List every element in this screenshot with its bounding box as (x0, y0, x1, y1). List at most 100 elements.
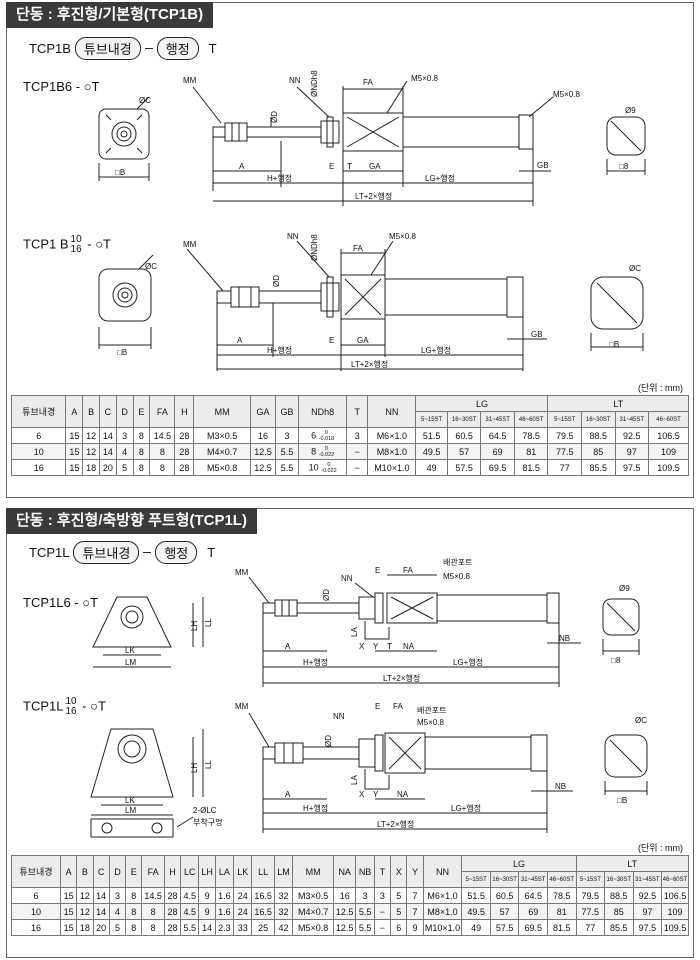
table-cell: 16 (249, 427, 277, 444)
table-cell: 8 (125, 887, 143, 904)
table-cell: 12.5 (332, 903, 357, 920)
column-header: D (108, 855, 127, 888)
lg-cell: 69.5 (480, 459, 515, 476)
lg-cell: 57.5 (446, 459, 482, 476)
column-header: LT (575, 855, 690, 872)
table-cell: M6×1.0 (422, 887, 463, 904)
column-header: C (99, 395, 117, 428)
table-cell: M3×0.5 (193, 427, 251, 444)
lt-cell: 97 (632, 903, 663, 920)
lt-cell: 88.5 (604, 887, 634, 904)
label-o9: Ø9 (619, 584, 630, 593)
table-cell: 9 (198, 887, 216, 904)
table-cell: 18 (76, 919, 94, 936)
table-cell: − (346, 443, 369, 460)
label-y-2: Y (373, 790, 379, 799)
table-cell: 8 (132, 427, 151, 444)
column-header: B (76, 855, 94, 888)
lt-cell: 79.5 (547, 427, 582, 444)
label-nb: NB (559, 634, 570, 643)
lg-cell: 64.5 (480, 427, 515, 444)
label-h-stroke: H+행정 (303, 657, 328, 667)
column-header: NB (355, 855, 375, 888)
stroke-range-header: 31~45ST (518, 871, 548, 888)
label-lh: LH (190, 621, 199, 631)
lt-cell: 106.5 (648, 427, 689, 444)
column-header: X (390, 855, 408, 888)
stroke-range-header: 46~60ST (546, 871, 577, 888)
label-lh-2: LH (190, 763, 199, 773)
variant-label-6: TCP1B6 - ○T (23, 79, 100, 94)
label-a: A (285, 642, 291, 651)
label-b8: □8 (619, 162, 629, 171)
column-header: LC (180, 855, 200, 888)
table-cell: 5.5 (275, 459, 300, 476)
table-cell: 14 (99, 427, 117, 444)
tcp1b-drawing: MM NN ØNDh8 FA M5×0.8 M5×0.8 ØD ØC Ø9 □B… (98, 70, 646, 371)
lg-cell: 69.5 (518, 919, 548, 936)
column-header: LG (461, 855, 577, 872)
stroke-range-header: 16~30ST (581, 411, 616, 428)
lt-cell: 88.5 (581, 427, 616, 444)
label-a: A (239, 162, 245, 171)
label-h-stroke-2: H+행정 (303, 803, 328, 813)
column-header: NA (332, 855, 357, 888)
table-cell: 16 (332, 887, 357, 904)
label-oc-right: ØC (629, 264, 641, 273)
lg-cell: 57.5 (489, 919, 520, 936)
table-cell: 15 (59, 919, 78, 936)
label-b-right: □B (609, 340, 619, 349)
label-lg-stroke: LG+행정 (425, 173, 455, 183)
lg-cell: 57 (489, 903, 520, 920)
label-la: LA (350, 627, 359, 637)
table-cell: 3 (108, 887, 127, 904)
label-ndh8: ØNDh8 (310, 70, 319, 97)
table-cell: M8×1.0 (422, 903, 463, 920)
label-oc: ØC (139, 96, 151, 105)
lt-cell: 85 (604, 903, 634, 920)
label-mount-hole: 부착구멍 (193, 817, 222, 827)
lt-cell: 109.5 (661, 919, 689, 936)
label-m5-2: M5×0.8 (389, 232, 416, 241)
lt-cell: 77 (547, 459, 582, 476)
label-od-2: ØD (272, 275, 281, 287)
label-nn: NN (341, 574, 353, 583)
lg-cell: 64.5 (518, 887, 548, 904)
column-header: H (163, 855, 182, 888)
label-ndh8-2: ØNDh8 (310, 234, 319, 261)
table-cell: 8 (132, 459, 151, 476)
lt-cell: 97.5 (632, 919, 663, 936)
label-lg-stroke-2: LG+행정 (451, 803, 481, 813)
label-oc: ØC (635, 716, 647, 725)
ndh8-cell: 6 0-0.018 (298, 427, 348, 444)
column-header: A (59, 855, 78, 888)
label-x: X (359, 642, 365, 651)
stroke-range-header: 5~15ST (547, 411, 582, 428)
label-nn-2: NN (287, 232, 299, 241)
table-cell: 8 (125, 903, 143, 920)
label-nn-2: NN (333, 712, 345, 721)
table-cell: 6 (10, 427, 67, 444)
label-e: E (329, 162, 334, 171)
stroke-range-header: 31~45ST (614, 411, 650, 428)
stroke-range-header: 31~45ST (480, 411, 515, 428)
column-header: E (132, 395, 151, 428)
model-code-line: TCP1B 튜브내경 행정 T (29, 37, 217, 60)
label-fa-2: FA (393, 702, 403, 711)
column-header: LL (251, 855, 275, 888)
column-header: NN (367, 395, 417, 428)
column-header: LM (273, 855, 294, 888)
label-fa-2: FA (353, 244, 363, 253)
label-ga-2: GA (357, 336, 369, 345)
label-b: □B (617, 796, 627, 805)
label-oc-2: ØC (145, 262, 157, 271)
stroke-pill: 행정 (156, 37, 199, 60)
label-x-2: X (359, 790, 365, 799)
label-e: E (375, 566, 380, 575)
label-ll-2: LL (204, 760, 213, 769)
label-a-2: A (237, 336, 243, 345)
label-na: NA (403, 642, 415, 651)
pill-connector (144, 48, 153, 49)
label-port-2: 배관포트 (417, 705, 446, 715)
